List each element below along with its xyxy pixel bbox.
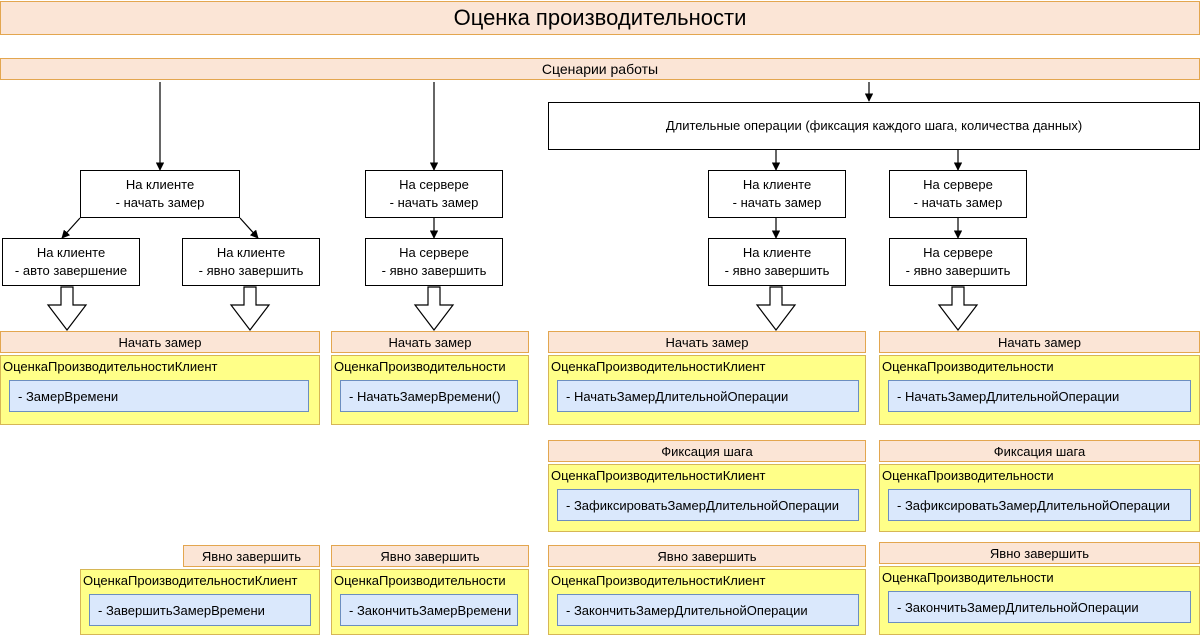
module-name: ОценкаПроизводительности: [334, 359, 506, 374]
header-finish: Явно завершить: [183, 545, 320, 567]
method-name: - НачатьЗамерДлительнойОперации: [888, 380, 1191, 412]
module-name: ОценкаПроизводительностиКлиент: [551, 573, 766, 588]
header-start: Начать замер: [331, 331, 529, 353]
node-line: На сервере: [923, 177, 993, 192]
method-name: - ЗафиксироватьЗамерДлительнойОперации: [557, 489, 859, 521]
module-name: ОценкаПроизводительности: [334, 573, 506, 588]
block-arrow: [413, 286, 455, 331]
module-box-start: ОценкаПроизводительностиКлиент - НачатьЗ…: [548, 355, 866, 425]
node-long-server-start: На сервере - начать замер: [889, 170, 1027, 218]
node-line: На клиенте: [742, 177, 812, 192]
node-line: На клиенте: [125, 177, 195, 192]
node-line: - начать замер: [115, 195, 205, 210]
module-name: ОценкаПроизводительности: [882, 570, 1054, 585]
method-name: - ЗавершитьЗамерВремени: [89, 594, 311, 626]
module-name: ОценкаПроизводительностиКлиент: [551, 468, 766, 483]
module-name: ОценкаПроизводительности: [882, 468, 1054, 483]
node-long-client-explicit: На клиенте - явно завершить: [708, 238, 846, 286]
scenarios-bar: Сценарии работы: [0, 58, 1200, 80]
module-box-start: ОценкаПроизводительностиКлиент - ЗамерВр…: [0, 355, 320, 425]
node-server-start: На сервере - начать замер: [365, 170, 503, 218]
module-name: ОценкаПроизводительностиКлиент: [551, 359, 766, 374]
module-box-fix: ОценкаПроизводительностиКлиент - Зафикси…: [548, 464, 866, 532]
module-box-finish: ОценкаПроизводительности - ЗакончитьЗаме…: [879, 566, 1200, 635]
node-client-explicit: На клиенте - явно завершить: [182, 238, 320, 286]
module-name: ОценкаПроизводительностиКлиент: [83, 573, 298, 588]
node-line: - начать замер: [389, 195, 479, 210]
node-client-start: На клиенте - начать замер: [80, 170, 240, 218]
node-server-explicit: На сервере - явно завершить: [365, 238, 503, 286]
node-line: - начать замер: [732, 195, 822, 210]
node-line: - явно завершить: [381, 263, 487, 278]
node-line: На сервере: [399, 245, 469, 260]
module-box-finish: ОценкаПроизводительностиКлиент - Заверши…: [80, 569, 320, 635]
module-box-start: ОценкаПроизводительности - НачатьЗамерВр…: [331, 355, 529, 425]
node-line: На сервере: [923, 245, 993, 260]
method-name: - ЗамерВремени: [9, 380, 309, 412]
node-long-client-start: На клиенте - начать замер: [708, 170, 846, 218]
long-operations-box: Длительные операции (фиксация каждого ша…: [548, 102, 1200, 150]
method-name: - НачатьЗамерВремени(): [340, 380, 518, 412]
header-start: Начать замер: [548, 331, 866, 353]
method-name: - НачатьЗамерДлительнойОперации: [557, 380, 859, 412]
module-box-start: ОценкаПроизводительности - НачатьЗамерДл…: [879, 355, 1200, 425]
node-line: - авто завершение: [14, 263, 128, 278]
header-fix: Фиксация шага: [879, 440, 1200, 462]
header-finish: Явно завершить: [879, 542, 1200, 564]
header-finish: Явно завершить: [331, 545, 529, 567]
node-line: - явно завершить: [198, 263, 304, 278]
module-box-fix: ОценкаПроизводительности - Зафиксировать…: [879, 464, 1200, 532]
node-line: - начать замер: [913, 195, 1003, 210]
block-arrow: [229, 286, 271, 331]
method-name: - ЗафиксироватьЗамерДлительнойОперации: [888, 489, 1191, 521]
node-line: На клиенте: [216, 245, 286, 260]
header-start: Начать замер: [879, 331, 1200, 353]
node-line: На клиенте: [36, 245, 106, 260]
page-title: Оценка производительности: [0, 1, 1200, 35]
module-box-finish: ОценкаПроизводительностиКлиент - Закончи…: [548, 569, 866, 635]
module-name: ОценкаПроизводительностиКлиент: [3, 359, 218, 374]
header-fix: Фиксация шага: [548, 440, 866, 462]
long-operations-label: Длительные операции (фиксация каждого ша…: [665, 118, 1083, 133]
module-box-finish: ОценкаПроизводительности - ЗакончитьЗаме…: [331, 569, 529, 635]
node-long-server-explicit: На сервере - явно завершить: [889, 238, 1027, 286]
header-start: Начать замер: [0, 331, 320, 353]
method-name: - ЗакончитьЗамерДлительнойОперации: [888, 591, 1191, 623]
method-name: - ЗакончитьЗамерДлительнойОперации: [557, 594, 859, 626]
node-client-auto: На клиенте - авто завершение: [2, 238, 140, 286]
method-name: - ЗакончитьЗамерВремени: [340, 594, 518, 626]
block-arrow: [46, 286, 88, 331]
node-line: - явно завершить: [724, 263, 830, 278]
header-finish: Явно завершить: [548, 545, 866, 567]
block-arrow: [937, 286, 979, 331]
node-line: - явно завершить: [905, 263, 1011, 278]
block-arrow: [755, 286, 797, 331]
module-name: ОценкаПроизводительности: [882, 359, 1054, 374]
node-line: На сервере: [399, 177, 469, 192]
node-line: На клиенте: [742, 245, 812, 260]
